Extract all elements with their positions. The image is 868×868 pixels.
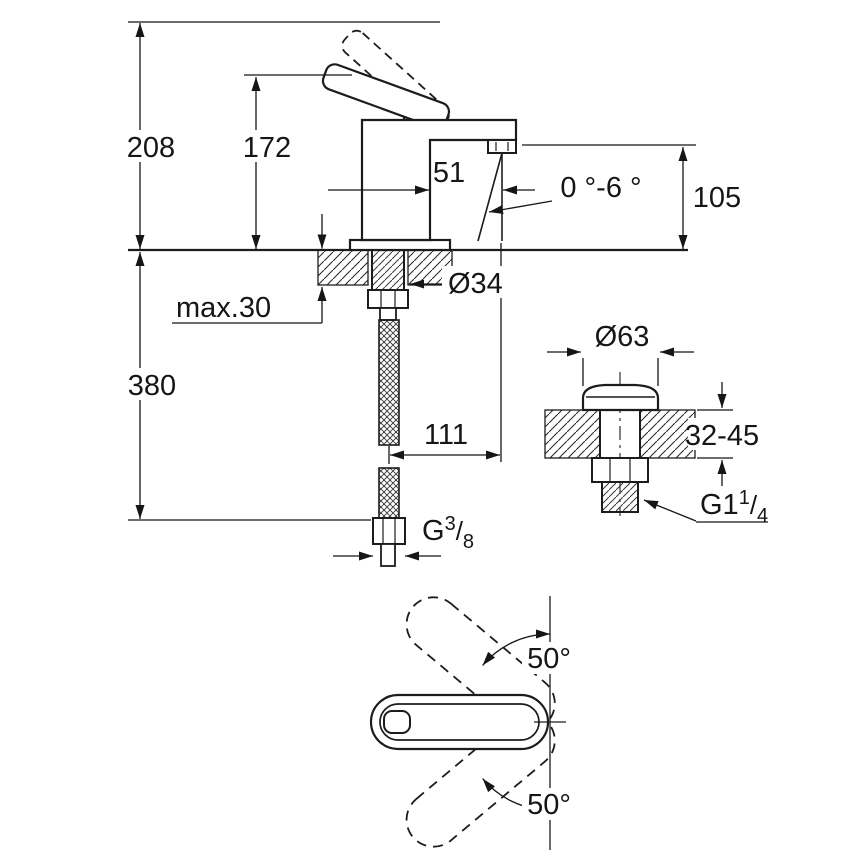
waste-fitting-view: [544, 372, 696, 516]
flange-diameter-label: Ø63: [595, 321, 650, 353]
dim-208-label: 208: [127, 132, 175, 164]
hole-diameter-label: Ø34: [448, 268, 503, 300]
counter-max-label: max.30: [176, 292, 271, 324]
waste-thread-label: G11/4: [700, 487, 768, 527]
swivel-upper-label: 50°: [527, 643, 571, 675]
water-stream: [477, 152, 503, 242]
swivel-lower-label: 50°: [527, 789, 571, 821]
dim-172: 172: [240, 77, 294, 249]
dim-g38: G3/8: [333, 513, 474, 561]
dim-51: 51: [328, 157, 535, 195]
waste-threaded-tail: [601, 481, 639, 513]
supply-hose-assembly: [367, 249, 409, 567]
faucet-body: [321, 29, 518, 252]
dim-max30: max.30: [172, 214, 327, 324]
handle-tip: [383, 710, 411, 734]
dim-105: 105: [678, 147, 748, 249]
dim-105-label: 105: [693, 182, 741, 214]
base-plate: [348, 238, 452, 252]
dim-380: 380: [124, 252, 180, 519]
dim-208: 208: [124, 23, 178, 249]
dim-swivel-upper: 50°: [522, 642, 576, 675]
aerator: [487, 139, 517, 154]
upper-swivel-arc: [482, 629, 551, 666]
dim-172-label: 172: [243, 132, 291, 164]
lever-raised-outline: [341, 29, 450, 131]
dim-51-label: 51: [433, 157, 465, 189]
dim-380-label: 380: [128, 370, 176, 402]
dim-g114: G11/4: [643, 487, 768, 527]
dim-dia63: Ø63: [547, 321, 694, 357]
lever-handle: [321, 63, 451, 130]
dim-swivel-lower: 50°: [522, 788, 576, 821]
dim-111: 111: [390, 419, 500, 460]
dim-spout-angle: 0 °-6 °: [488, 172, 642, 215]
spout-angle-label: 0 °-6 °: [560, 172, 641, 204]
dim-dia34: Ø34: [410, 266, 514, 300]
dim-111-label: 111: [424, 419, 468, 451]
dim-32-45: 32-45: [685, 382, 759, 486]
supply-thread-label: G3/8: [422, 513, 474, 553]
deck-range-label: 32-45: [685, 420, 759, 452]
countertop-section: [128, 248, 688, 286]
waste-locknut: [591, 457, 649, 483]
handle-top-view: [369, 596, 566, 850]
